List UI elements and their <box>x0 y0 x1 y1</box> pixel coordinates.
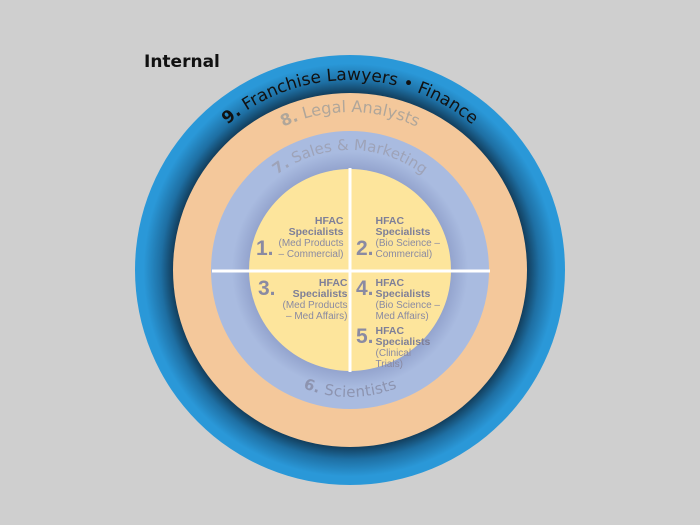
quadrant-4-text: HFAC Specialists(Bio Science – Med Affai… <box>375 277 456 323</box>
title-internal: Internal <box>144 52 220 72</box>
quadrant-1-number: 1. <box>256 237 274 260</box>
quadrant-4-sub: (Bio Science – Med Affairs) <box>375 300 440 322</box>
quadrant-1: 1. HFAC Specialists(Med Products – Comme… <box>256 215 346 261</box>
quadrant-5-number: 5. <box>356 325 374 348</box>
quadrant-1-group: 1. HFAC Specialists(Med Products – Comme… <box>256 215 346 261</box>
quadrant-1-title: HFAC Specialists <box>288 215 344 238</box>
quadrant-4-number: 4. <box>356 277 374 300</box>
ring-8-number: 8. <box>277 106 300 130</box>
quadrant-4: 4. HFAC Specialists(Bio Science – Med Af… <box>356 277 456 323</box>
quadrant-2-title: HFAC Specialists <box>375 215 431 238</box>
quadrant-4-5-group: 4. HFAC Specialists(Bio Science – Med Af… <box>356 277 456 371</box>
quadrant-1-sub: (Med Products – Commercial) <box>278 238 344 260</box>
quadrant-1-text: HFAC Specialists(Med Products – Commerci… <box>276 215 344 261</box>
quadrant-2-text: HFAC Specialists(Bio Science – Commercia… <box>375 215 448 261</box>
quadrant-5-text: HFAC Specialists(Clinical Trials) <box>375 325 432 371</box>
ring-6-number: 6. <box>301 375 322 397</box>
quadrant-3-group: 3. HFAC Specialists(Med Products – Med A… <box>258 277 348 323</box>
quadrant-5-title: HFAC Specialists <box>375 325 431 348</box>
quadrant-2-sub: (Bio Science – Commercial) <box>375 238 440 260</box>
quadrant-2-number: 2. <box>356 237 374 260</box>
quadrant-5: 5. HFAC Specialists(Clinical Trials) <box>356 325 456 371</box>
quadrant-2-group: 2. HFAC Specialists(Bio Science – Commer… <box>356 215 452 261</box>
quadrant-3-number: 3. <box>258 277 276 300</box>
quadrant-3-sub: (Med Products – Med Affairs) <box>282 300 348 322</box>
quadrant-3: 3. HFAC Specialists(Med Products – Med A… <box>258 277 348 323</box>
quadrant-2: 2. HFAC Specialists(Bio Science – Commer… <box>356 215 452 261</box>
quadrant-3-title: HFAC Specialists <box>292 277 348 300</box>
quadrant-5-sub: (Clinical Trials) <box>375 348 412 370</box>
quadrant-4-title: HFAC Specialists <box>375 277 431 300</box>
quadrant-3-text: HFAC Specialists(Med Products – Med Affa… <box>278 277 348 323</box>
